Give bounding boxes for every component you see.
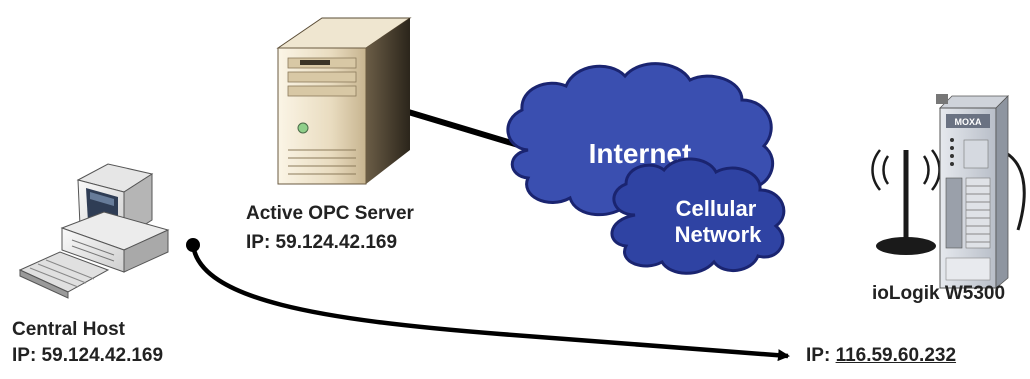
host-device-connection: [190, 244, 790, 362]
server-ip-label: IP: 59.124.42.169: [246, 232, 398, 253]
cellular-label-line1: Cellular: [676, 196, 757, 221]
cellular-network-cloud: Cellular Network: [610, 157, 786, 275]
host-name-label: Central Host: [12, 319, 125, 340]
server-icon: [276, 17, 412, 185]
device-brand: MOXA: [955, 117, 983, 127]
server-name-label: Active OPC Server: [246, 203, 414, 224]
device-ip-prefix: IP:: [806, 345, 836, 366]
cellular-label-line2: Network: [675, 222, 763, 247]
host-ip-label: IP: 59.124.42.169: [12, 345, 164, 366]
desktop-computer-icon: [18, 163, 170, 299]
iologik-device-icon: MOXA: [936, 94, 1009, 289]
device-ip-value: 116.59.60.232: [835, 345, 957, 366]
device-ip-label: IP: 116.59.60.232: [806, 344, 956, 368]
device-name-label: ioLogik W5300: [872, 283, 1006, 304]
